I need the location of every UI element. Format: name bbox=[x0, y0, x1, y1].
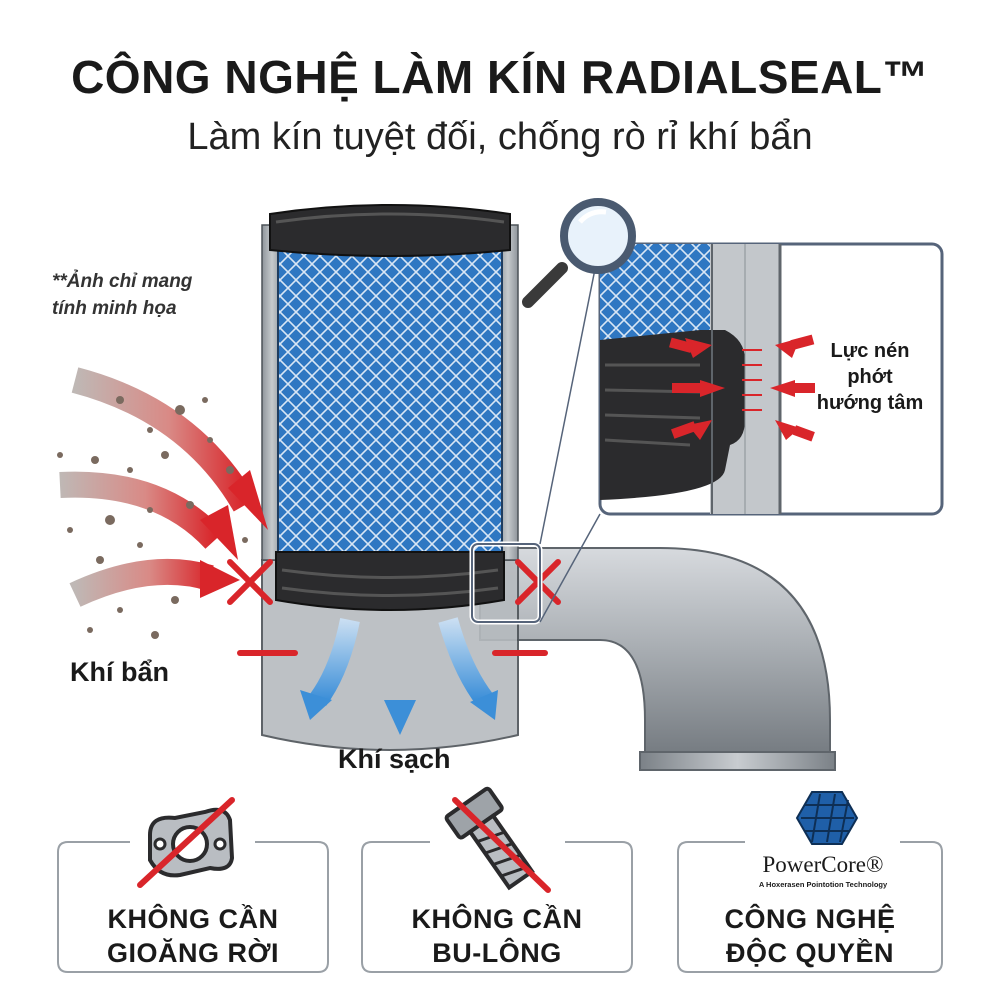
illustration-note: **Ảnh chỉ mang tính minh họa bbox=[52, 268, 252, 322]
filter-element bbox=[269, 204, 511, 611]
outlet-elbow-pipe bbox=[479, 547, 836, 771]
powercore-tagline: A Hoxerasen Pointotion Technology bbox=[758, 880, 888, 889]
bolt-icon bbox=[444, 786, 551, 893]
powercore-brand: PowerCore® bbox=[762, 852, 884, 877]
radial-force-line: Lực nén bbox=[830, 340, 910, 362]
feature-label-line: KHÔNG CẦN bbox=[107, 904, 279, 934]
feature-label-line: ĐỘC QUYỀN bbox=[725, 938, 895, 968]
clean-air-label: Khí sạch bbox=[338, 744, 451, 774]
zoom-detail-panel bbox=[598, 242, 944, 516]
powercore-logo bbox=[795, 791, 859, 845]
magnifier-icon bbox=[522, 198, 636, 308]
feature-card-no-bolt: KHÔNG CẦN BU-LÔNG bbox=[357, 902, 637, 970]
feature-card-exclusive-tech: CÔNG NGHỆ ĐỘC QUYỀN bbox=[670, 902, 950, 970]
note-line: **Ảnh chỉ mang bbox=[52, 271, 193, 292]
feature-label-line: BU-LÔNG bbox=[432, 938, 562, 968]
dirty-air-flow bbox=[57, 367, 268, 639]
dirty-air-label: Khí bẩn bbox=[70, 657, 169, 687]
radial-force-label: Lực nén phớt hướng tâm bbox=[805, 338, 935, 416]
feature-label-line: GIOĂNG RỜI bbox=[106, 938, 280, 968]
clean-air-flow bbox=[300, 617, 498, 735]
feature-card-no-gasket: KHÔNG CẦN GIOĂNG RỜI bbox=[53, 902, 333, 970]
radial-force-line: hướng tâm bbox=[816, 392, 924, 414]
feature-label-line: CÔNG NGHỆ bbox=[724, 904, 896, 934]
zoom-connector bbox=[539, 243, 601, 623]
note-line: tính minh họa bbox=[52, 298, 177, 319]
page-title: CÔNG NGHỆ LÀM KÍN RADIALSEAL™ bbox=[71, 51, 929, 103]
feature-label-line: KHÔNG CẦN bbox=[411, 904, 583, 934]
radial-force-line: phớt bbox=[847, 366, 893, 388]
page-subtitle: Làm kín tuyệt đối, chống rò rỉ khí bẩn bbox=[187, 116, 813, 158]
zoom-highlight-outline bbox=[471, 543, 541, 623]
feature-card-frames bbox=[57, 841, 943, 973]
gasket-icon bbox=[137, 797, 235, 888]
